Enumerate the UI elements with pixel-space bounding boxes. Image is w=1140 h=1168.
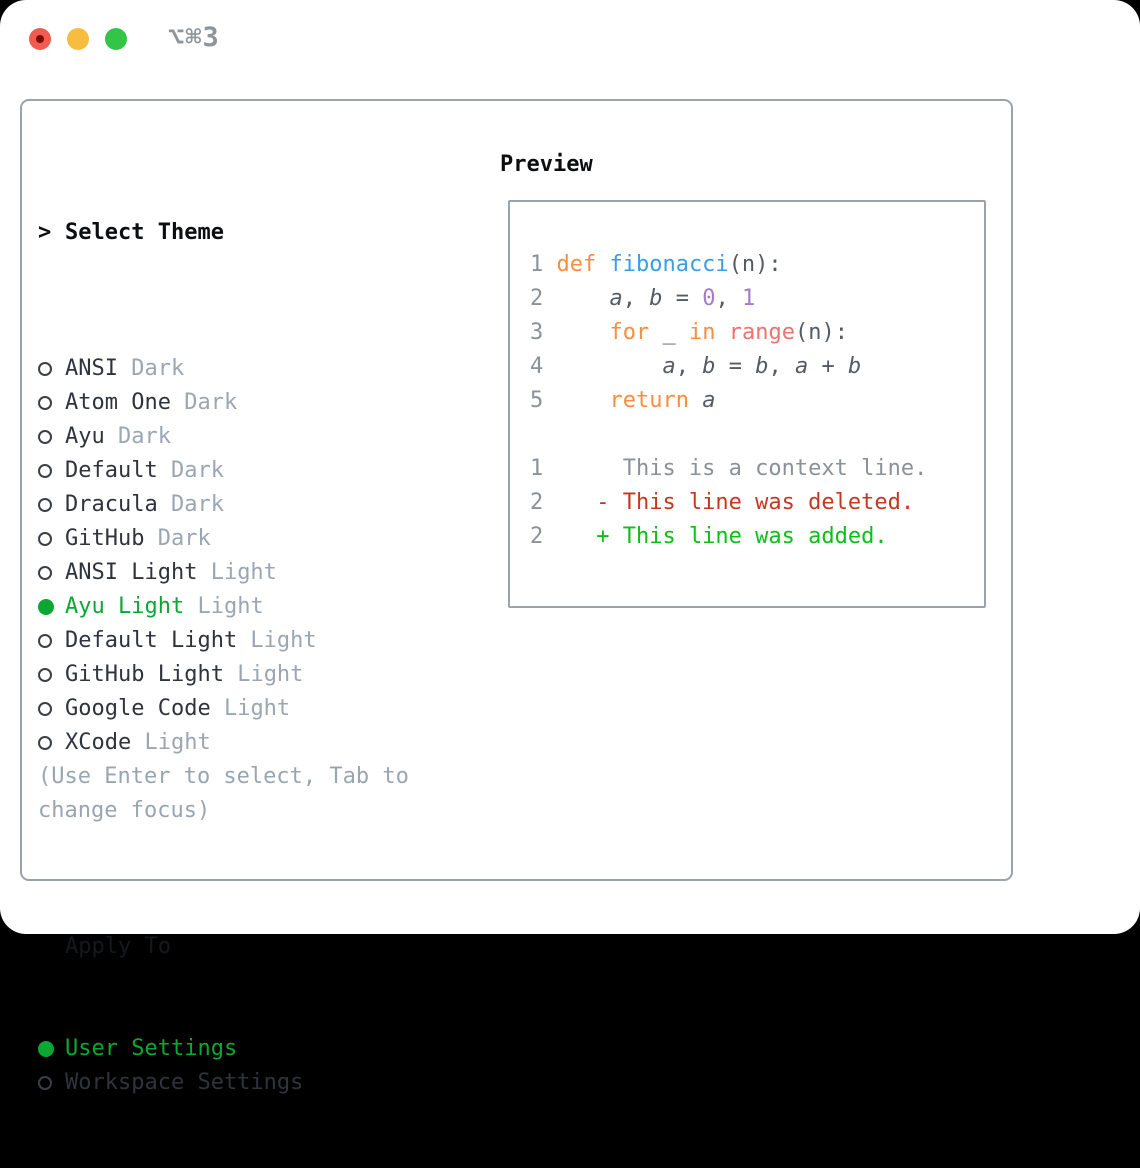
theme-option-dracula[interactable]: Dracula Dark	[38, 488, 317, 522]
theme-option-ansi-light[interactable]: ANSI Light Light	[38, 556, 317, 590]
radio-unselected-icon	[38, 634, 52, 648]
line-number: 5	[530, 388, 544, 413]
minimize-button[interactable]	[67, 28, 89, 50]
radio-unselected-icon	[38, 702, 52, 716]
option-variant-label: Light	[237, 628, 317, 653]
radio-unselected-icon	[38, 464, 52, 478]
theme-option-ayu-light[interactable]: Ayu Light Light	[38, 590, 317, 624]
focus-cursor-icon: >	[38, 220, 52, 245]
theme-option-xcode[interactable]: XCode Light	[38, 726, 317, 760]
radio-unselected-icon	[38, 736, 52, 750]
option-label: Dracula	[65, 492, 158, 517]
spacer	[38, 828, 317, 862]
option-variant-label: Light	[210, 696, 291, 721]
code-line: 1 This is a context line.	[530, 452, 927, 486]
line-number: 2	[530, 524, 544, 549]
preview-title: Preview	[500, 152, 593, 177]
option-variant-label: Dark	[170, 390, 238, 415]
radio-selected-icon	[38, 599, 54, 615]
apply-option-workspace-settings[interactable]: Workspace Settings	[38, 1066, 317, 1100]
theme-option-default[interactable]: Default Dark	[38, 454, 317, 488]
radio-unselected-icon	[38, 1076, 52, 1090]
option-variant-label: Dark	[144, 526, 211, 551]
option-variant-label: Light	[223, 662, 304, 687]
option-variant-label: Dark	[117, 356, 185, 381]
radio-selected-icon	[38, 1041, 54, 1057]
code-line: 2 a, b = 0, 1	[530, 282, 927, 316]
radio-unselected-icon	[38, 668, 52, 682]
code-line: 3 for _ in range(n):	[530, 316, 927, 350]
code-line: 2 + This line was added.	[530, 520, 927, 554]
radio-unselected-icon	[38, 566, 52, 580]
option-variant-label: Light	[197, 560, 277, 585]
theme-option-google-code[interactable]: Google Code Light	[38, 692, 317, 726]
option-label: ANSI	[65, 356, 118, 381]
line-number: 4	[530, 354, 544, 379]
option-label: GitHub	[65, 526, 145, 551]
keyboard-hint: (Use Enter to select, Tab to change focu…	[38, 764, 409, 823]
line-number: 2	[530, 286, 544, 311]
line-number: 1	[530, 456, 544, 481]
line-number: 2	[530, 490, 544, 515]
radio-unselected-icon	[38, 430, 52, 444]
code-line: 5 return a	[530, 384, 927, 418]
option-label: Atom One	[65, 390, 171, 415]
code-line: 4 a, b = b, a + b	[530, 350, 927, 384]
option-label: GitHub Light	[65, 662, 224, 687]
theme-option-github[interactable]: GitHub Dark	[38, 522, 317, 556]
theme-picker-title: Select Theme	[65, 220, 224, 245]
option-label: Workspace Settings	[65, 1070, 304, 1095]
option-label: User Settings	[65, 1036, 238, 1061]
option-variant-label: Dark	[104, 424, 171, 449]
option-label: Ayu Light	[65, 594, 185, 619]
titlebar: ⌥⌘3	[0, 0, 1140, 78]
theme-option-ayu[interactable]: Ayu Dark	[38, 420, 317, 454]
apply-to-header: Apply To	[38, 930, 317, 964]
radio-unselected-icon	[38, 498, 52, 512]
option-label: Google Code	[65, 696, 211, 721]
option-label: XCode	[65, 730, 132, 755]
option-variant-label: Light	[131, 730, 211, 755]
option-label: Default Light	[65, 628, 238, 653]
apply-to-title: Apply To	[65, 934, 171, 959]
theme-option-ansi[interactable]: ANSI Dark	[38, 352, 317, 386]
theme-option-github-light[interactable]: GitHub Light Light	[38, 658, 317, 692]
close-button[interactable]	[29, 28, 51, 50]
line-number: 3	[530, 320, 544, 345]
theme-option-default-light[interactable]: Default Light Light	[38, 624, 317, 658]
radio-unselected-icon	[38, 396, 52, 410]
code-line: 2 - This line was deleted.	[530, 486, 927, 520]
option-label: Ayu	[65, 424, 105, 449]
option-variant-label: Dark	[157, 458, 224, 483]
theme-option-atom-one[interactable]: Atom One Dark	[38, 386, 317, 420]
option-variant-label: Dark	[157, 492, 224, 517]
apply-option-user-settings[interactable]: User Settings	[38, 1032, 317, 1066]
window-title-shortcut: ⌥⌘3	[168, 22, 220, 53]
option-label: Default	[65, 458, 158, 483]
code-line	[530, 418, 927, 452]
option-variant-label: Light	[184, 594, 264, 619]
zoom-button[interactable]	[105, 28, 127, 50]
theme-picker-header: > Select Theme	[38, 216, 317, 250]
radio-unselected-icon	[38, 532, 52, 546]
radio-unselected-icon	[38, 362, 52, 376]
option-label: ANSI Light	[65, 560, 198, 585]
theme-picker-panel	[20, 99, 1013, 881]
line-number: 1	[530, 252, 544, 277]
